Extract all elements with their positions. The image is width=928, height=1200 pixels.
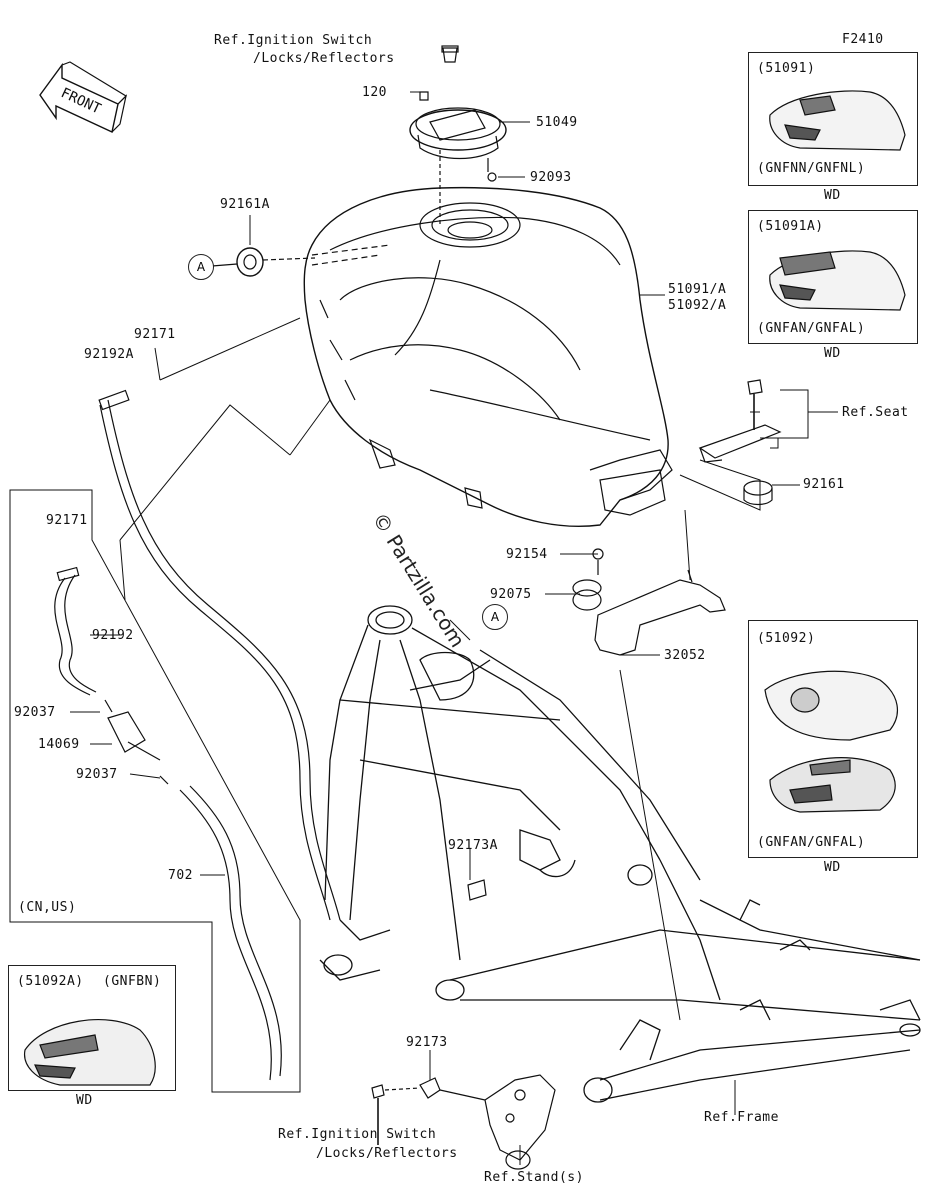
- variant-wd-51091a: WD: [824, 346, 841, 361]
- variant-wd-51091: WD: [824, 188, 841, 203]
- label-part-51091-a: 51091/A: [668, 282, 727, 297]
- variant-wd-51092a: WD: [76, 1093, 93, 1108]
- inset-outline-cn-us: [9, 489, 301, 1093]
- variant-code: (51092A): [17, 974, 84, 989]
- label-ref-ignition-bottom-2: /Locks/Reflectors: [316, 1146, 458, 1161]
- label-part-92093: 92093: [530, 170, 572, 185]
- label-part-92171-inset: 92171: [46, 513, 88, 528]
- variant-thumbnail-51092: [764, 670, 898, 813]
- label-part-14069: 14069: [38, 737, 80, 752]
- label-ref-seat: Ref.Seat: [842, 405, 909, 420]
- grommet-92161a-drawing: [211, 247, 316, 277]
- callout-a-tank: A: [188, 254, 214, 280]
- label-cn-us: (CN,US): [18, 900, 77, 915]
- variant-models: (GNFBN): [103, 974, 162, 989]
- label-part-92075: 92075: [490, 587, 532, 602]
- variant-wd-51092: WD: [824, 860, 841, 875]
- variant-thumbnail-51092a: [24, 1019, 156, 1086]
- variant-thumbnail-51091a: [769, 250, 906, 311]
- seat-bracket-drawing: [698, 379, 782, 506]
- variant-box-51092a: (51092A) (GNFBN): [8, 965, 176, 1091]
- variant-models: (GNFAN/GNFAL): [757, 835, 866, 850]
- bracket-32052-drawing: [572, 548, 726, 656]
- label-ref-ignition-bottom-1: Ref.Ignition Switch: [278, 1127, 437, 1142]
- variant-code: (51092): [757, 631, 816, 646]
- label-part-92192a: 92192A: [84, 347, 134, 362]
- frame-drawing: [319, 605, 921, 1103]
- label-ref-ignition-top-1: Ref.Ignition Switch: [214, 33, 373, 48]
- figure-code: F2410: [842, 32, 884, 47]
- label-ref-ignition-top-2: /Locks/Reflectors: [253, 51, 395, 66]
- hose-drawing: [54, 389, 341, 1081]
- label-part-92161a: 92161A: [220, 197, 270, 212]
- label-part-92161: 92161: [803, 477, 845, 492]
- label-part-92173a: 92173A: [448, 838, 498, 853]
- front-arrow-icon: FRONT: [39, 61, 128, 134]
- label-part-702: 702: [168, 868, 193, 883]
- label-part-92173: 92173: [406, 1035, 448, 1050]
- variant-box-51091a: (51091A) (GNFAN/GNFAL): [748, 210, 918, 344]
- callout-a-frame: A: [482, 604, 508, 630]
- variant-box-51091: (51091) (GNFNN/GNFNL): [748, 52, 918, 186]
- label-ref-stands: Ref.Stand(s): [484, 1170, 584, 1185]
- variant-box-51092: (51092) (GNFAN/GNFAL): [748, 620, 918, 858]
- variant-code: (51091A): [757, 219, 824, 234]
- label-part-92037-a: 92037: [14, 705, 56, 720]
- label-part-92154: 92154: [506, 547, 548, 562]
- label-part-120: 120: [362, 85, 387, 100]
- filler-cap-drawing: [409, 45, 507, 225]
- label-part-51049: 51049: [536, 115, 578, 130]
- label-part-32052: 32052: [664, 648, 706, 663]
- variant-models: (GNFAN/GNFAL): [757, 321, 866, 336]
- label-part-92037-b: 92037: [76, 767, 118, 782]
- label-part-51092-a: 51092/A: [668, 298, 727, 313]
- variant-thumbnail-51091: [769, 90, 906, 151]
- fuel-tank-drawing: [303, 186, 673, 527]
- leader-lines: [70, 91, 838, 1165]
- variant-models: (GNFNN/GNFNL): [757, 161, 866, 176]
- label-ref-frame: Ref.Frame: [704, 1110, 779, 1125]
- label-part-92171-main: 92171: [134, 327, 176, 342]
- stand-bracket-drawing: [371, 879, 556, 1170]
- variant-code: (51091): [757, 61, 816, 76]
- label-part-92192: 92192: [92, 628, 134, 643]
